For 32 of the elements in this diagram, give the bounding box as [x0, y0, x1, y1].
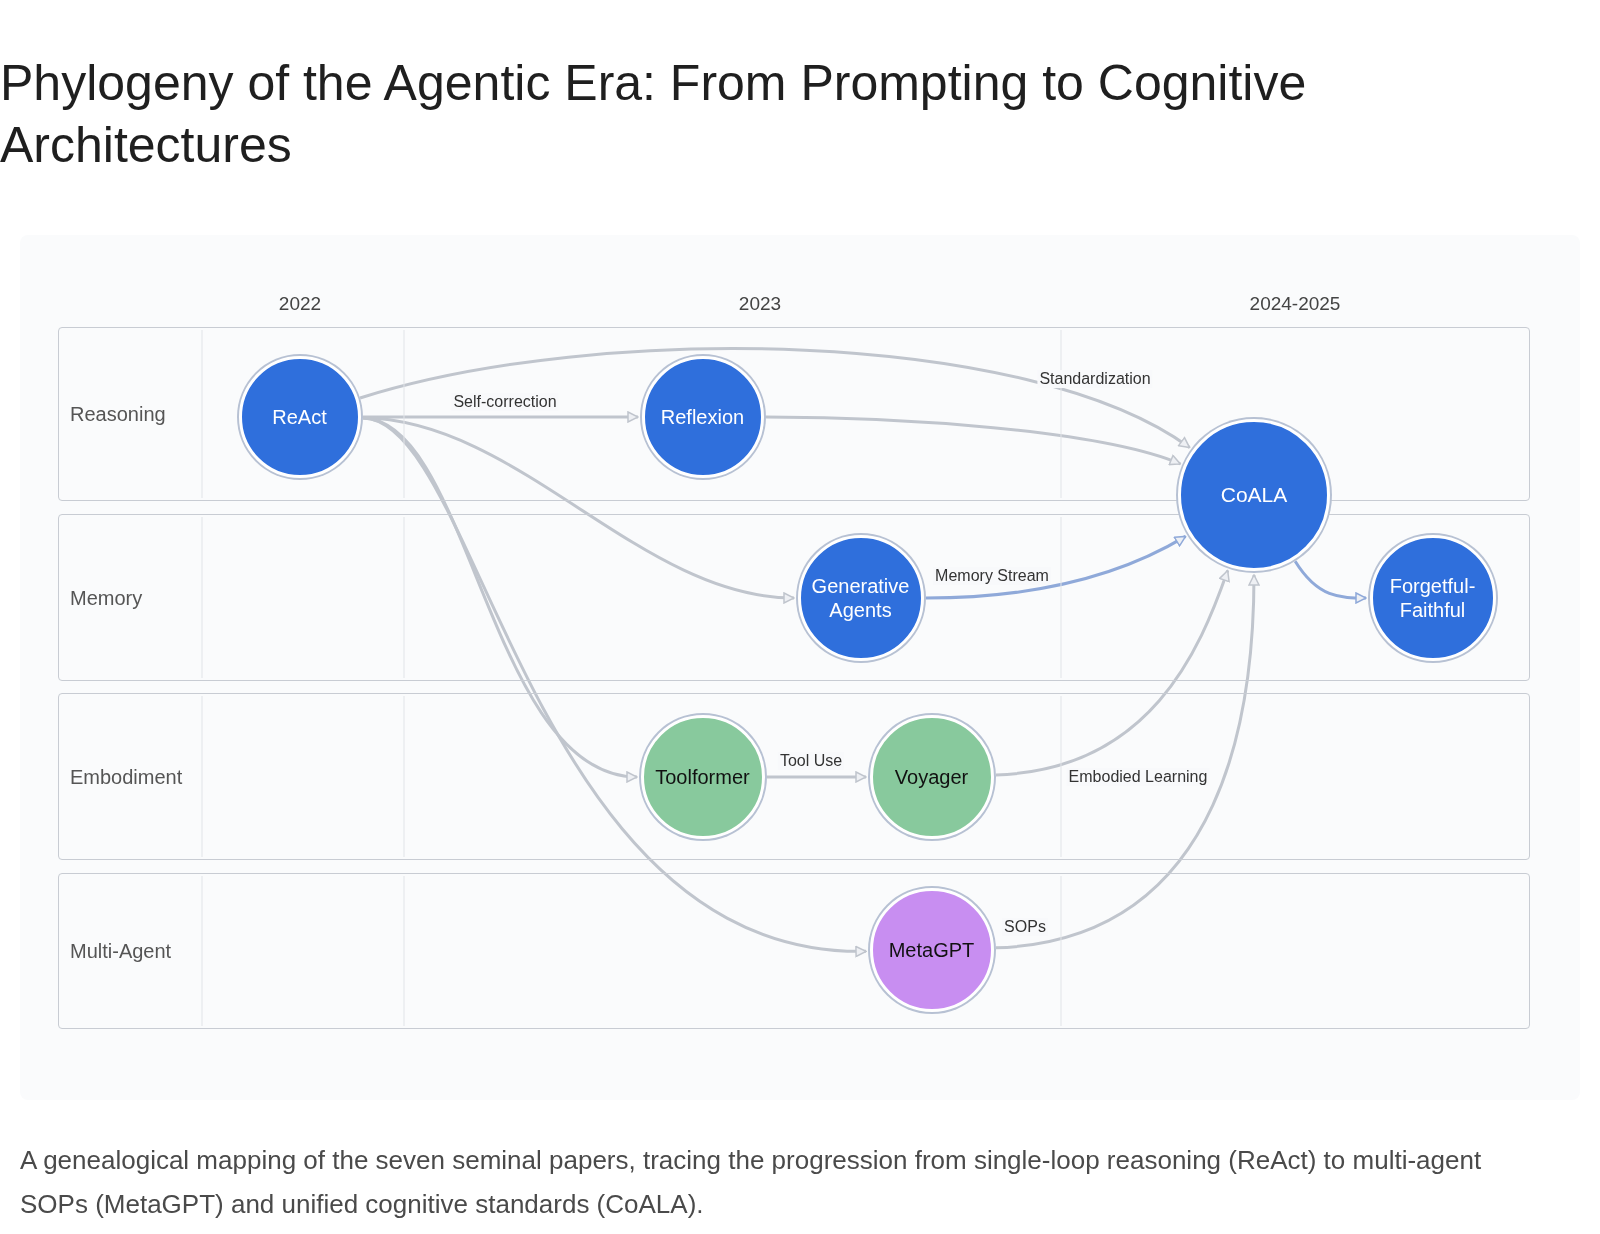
arrow [1293, 560, 1367, 604]
year-label: 2024-2025 [1249, 293, 1341, 315]
swimlane-band [58, 873, 1530, 1029]
lane-label: Multi-Agent [70, 939, 172, 963]
arrow [362, 416, 867, 956]
node-label: Generative Agents [810, 573, 911, 622]
arrow [766, 415, 1182, 466]
swimlane-band [58, 514, 1530, 681]
lane-label: Embodiment [70, 765, 183, 788]
edge-label: Memory Stream [933, 567, 1051, 585]
node-label: Toolformer [654, 764, 751, 789]
arrow [995, 569, 1230, 777]
year-label: 2022 [278, 293, 322, 315]
year-label: 2023 [738, 293, 782, 315]
edge-label: Standardization [1037, 370, 1153, 388]
arrow [995, 574, 1260, 950]
arrow [359, 347, 1191, 449]
node-label: Voyager [893, 764, 970, 789]
node-label: Forgetful-Faithful [1388, 573, 1477, 622]
swimlane-band [58, 693, 1530, 860]
lane-label: Reasoning [70, 402, 166, 426]
node-label: MetaGPT [887, 937, 976, 962]
arrow [363, 411, 639, 423]
lane-label: Memory [70, 586, 143, 609]
edge-label: Embodied Learning [1066, 768, 1210, 786]
node-label: ReAct [271, 404, 328, 429]
node-label: CoALA [1219, 482, 1289, 508]
figure-caption: A genealogical mapping of the seven seminal papers, tracing the progression from single-loop reasoning (ReAct) to multi-agent SOPs (MetaGPT) and unified cognitive standards (CoALA). [20, 1144, 1483, 1221]
arrow [925, 535, 1187, 600]
arrow [767, 771, 867, 783]
node-label: Reflexion [659, 404, 746, 429]
diagram-title: Phylogeny of the Agentic Era: From Prompting to Cognitive Architectures [0, 54, 1308, 175]
